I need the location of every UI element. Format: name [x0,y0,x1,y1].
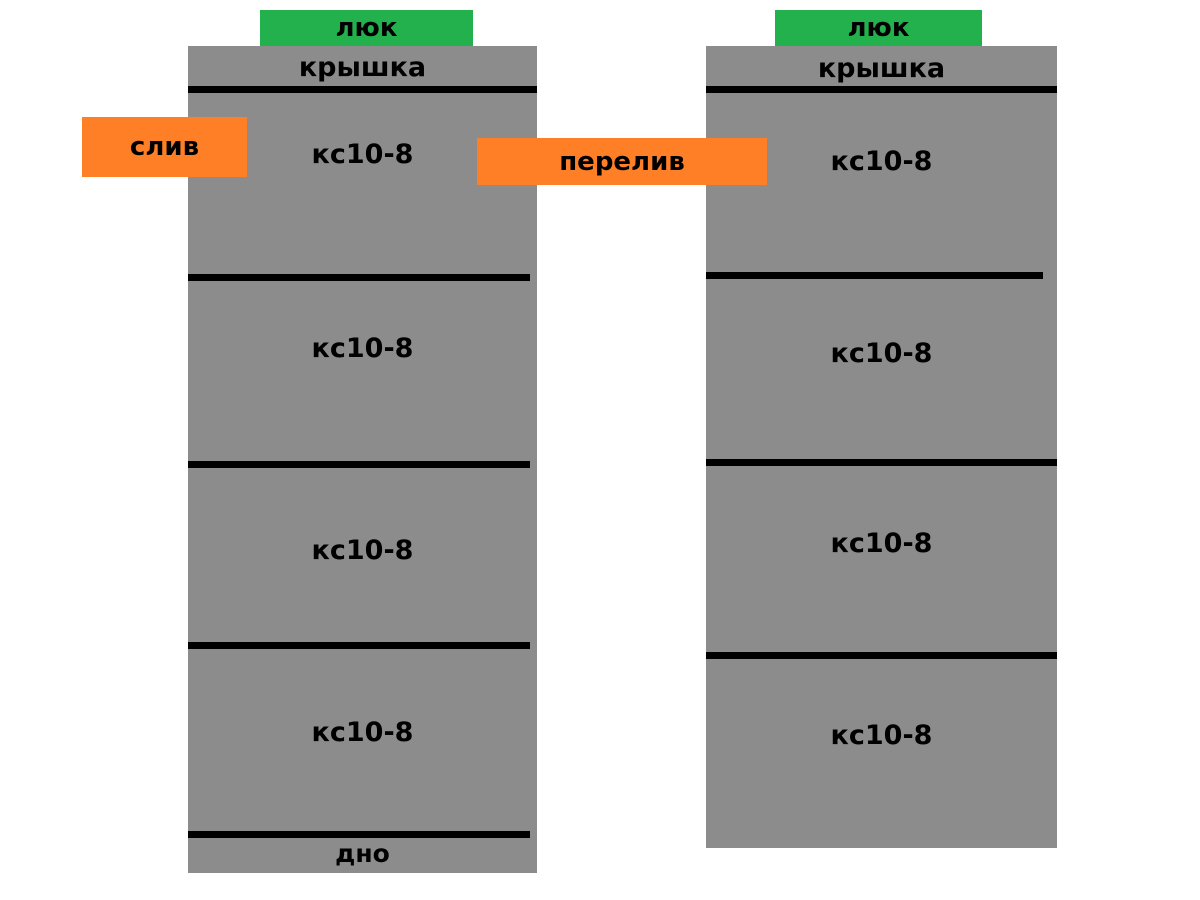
left-tank-hatch: люк [260,10,473,46]
left-tank-bottom-label: дно [335,839,390,868]
right-tank-ring-1-label: кс10-8 [830,146,933,177]
right-tank-ring-divider-3 [706,652,1057,659]
right-tank-cap-divider [706,86,1057,93]
overflow-pipe-label: перелив [477,138,767,185]
left-tank-ring-divider-3 [188,642,530,649]
right-tank-ring-2-label: кс10-8 [830,338,933,369]
left-tank-ring-1-label: кс10-8 [311,139,414,170]
drain-pipe-label: слив [82,117,247,177]
left-tank-bottom-divider [188,831,530,838]
right-tank-hatch: люк [775,10,982,46]
left-tank-ring-4-label: кс10-8 [311,717,414,748]
right-tank-ring-divider-2 [706,459,1057,466]
right-tank-ring-4-label: кс10-8 [830,720,933,751]
left-tank-ring-3-label: кс10-8 [311,535,414,566]
right-tank-cap-label: крышка [817,53,946,84]
left-tank-cap-divider [188,86,537,93]
left-tank-ring-divider-2 [188,461,530,468]
right-tank-ring-3-label: кс10-8 [830,528,933,559]
right-tank-ring-divider-1 [706,272,1043,279]
left-tank-ring-divider-1 [188,274,530,281]
left-tank-ring-2-label: кс10-8 [311,333,414,364]
left-tank-cap-label: крышка [298,52,427,83]
